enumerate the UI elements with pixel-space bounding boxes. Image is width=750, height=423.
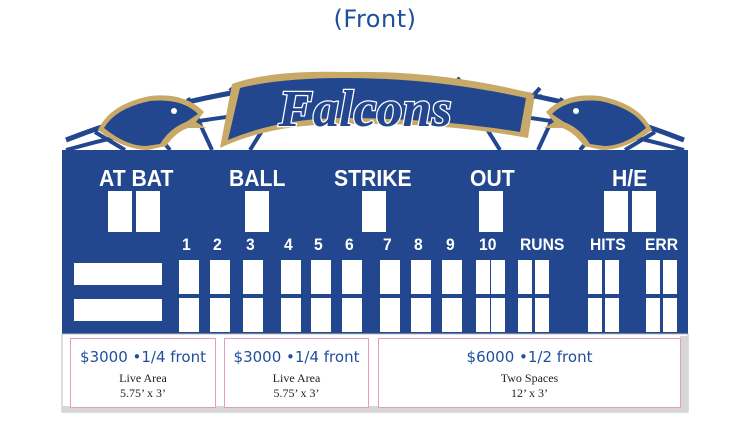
digit-cell-inning-4-1-top [281,260,301,294]
digit-cell-inning-10-2-top [491,260,505,294]
ball-box [245,191,269,232]
digit-cell-inning-9-1-bottom [442,298,462,332]
ad-detail-line2: 5.75’ x 3’ [273,386,320,400]
ad-detail-line1: Live Area [272,371,321,385]
inning-label-7: 7 [383,235,392,254]
digit-cell-inning-1-1-bottom [179,298,199,332]
digit-cell-runs-2-top [535,260,549,294]
digit-cell-inning-2-1-top [210,260,230,294]
digit-cell-inning-5-1-top [311,260,331,294]
digit-cell-inning-6-1-bottom [342,298,362,332]
label-h-e: H/E [612,165,648,191]
digit-cell-inning-1-1-top [179,260,199,294]
inning-label-10: 10 [479,235,497,254]
digit-cell-inning-10-2-bottom [491,298,505,332]
digit-cell-err-2-bottom [663,298,677,332]
digit-cell-hits-1-bottom [588,298,602,332]
h-e-box-2 [632,191,656,232]
digit-cell-inning-4-1-bottom [281,298,301,332]
label-strike: STRIKE [334,165,412,191]
inning-label-2: 2 [213,235,222,254]
inning-label-5: 5 [314,235,323,254]
label-at-bat: AT BAT [99,165,174,191]
digit-cell-inning-10-1-bottom [476,298,490,332]
inning-label-8: 8 [414,235,423,254]
ad-price: $3000 •1/4 front [80,348,206,366]
inning-label-1: 1 [182,235,191,254]
ad-space-half: $6000 •1/2 front Two Spaces 12’ x 3’ [378,338,681,408]
ad-detail-line1: Two Spaces [500,371,559,385]
digit-cell-inning-3-1-bottom [243,298,263,332]
digit-cell-inning-6-1-top [342,260,362,294]
ad-detail-line2: 12’ x 3’ [510,386,549,400]
digit-cell-inning-7-1-bottom [380,298,400,332]
digit-cell-err-2-top [663,260,677,294]
strike-box [362,191,386,232]
digit-cell-err-1-bottom [646,298,660,332]
digit-cell-inning-3-1-top [243,260,263,294]
digit-cell-inning-7-1-top [380,260,400,294]
score-digit-columns [179,260,677,332]
falcon-head-left-icon [98,95,206,150]
at-bat-box-2 [136,191,160,232]
inning-label-9: 9 [446,235,455,254]
ad-price: $3000 •1/4 front [233,348,360,366]
digit-cell-inning-10-1-top [476,260,490,294]
digit-cell-runs-1-bottom [518,298,532,332]
digit-cell-runs-2-bottom [535,298,549,332]
ad-detail-line2: 5.75’ x 3’ [119,386,167,400]
inning-label-6: 6 [345,235,354,254]
digit-cell-runs-1-top [518,260,532,294]
board-body [62,150,688,336]
h-e-box-1 [604,191,628,232]
team-name-bar-top [74,263,162,285]
logo-wordmark: Falcons [277,81,451,138]
digit-cell-inning-8-1-top [411,260,431,294]
trademark-mark: TM [532,94,542,101]
ad-detail-line1: Live Area [119,371,167,385]
label-out: OUT [470,165,515,191]
digit-cell-inning-5-1-bottom [311,298,331,332]
inning-label-3: 3 [246,235,255,254]
digit-cell-inning-8-1-bottom [411,298,431,332]
total-label-runs: RUNS [520,235,565,254]
digit-cell-inning-9-1-top [442,260,462,294]
total-label-err: ERR [645,235,679,254]
digit-cell-err-1-top [646,260,660,294]
falcons-logo: Falcons TM [220,71,542,148]
digit-cell-hits-1-top [588,260,602,294]
ad-space-quarter-2: $3000 •1/4 front Live Area 5.75’ x 3’ [224,338,369,408]
digit-cell-inning-2-1-bottom [210,298,230,332]
count-boxes [108,191,656,232]
label-ball: BALL [229,165,286,191]
falcon-head-right-icon [544,95,652,150]
digit-cell-hits-2-bottom [605,298,619,332]
at-bat-box-1 [108,191,132,232]
ad-price: $6000 •1/2 front [466,348,593,366]
page-title: (Front) [333,5,417,33]
out-box [479,191,503,232]
total-label-hits: HITS [590,235,626,254]
ad-space-quarter-1: $3000 •1/4 front Live Area 5.75’ x 3’ [70,338,216,408]
team-name-bar-bottom [74,299,162,321]
inning-label-4: 4 [284,235,293,254]
digit-cell-hits-2-top [605,260,619,294]
